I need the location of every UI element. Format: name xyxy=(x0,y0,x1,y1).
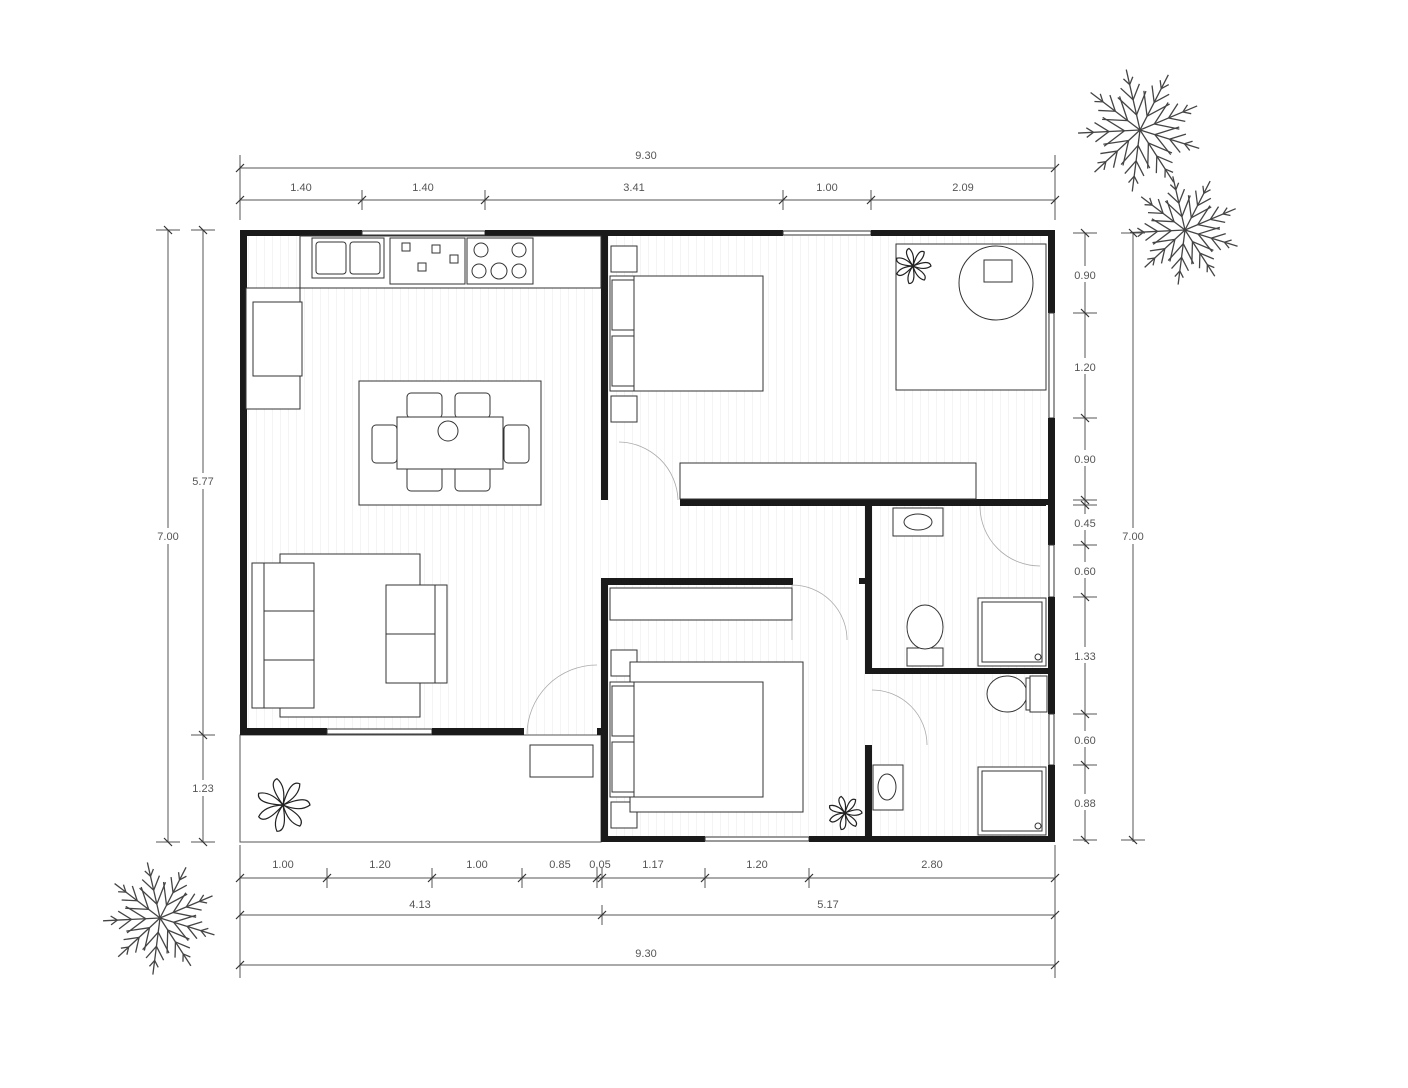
toilet-icon xyxy=(906,647,944,667)
tree-icon xyxy=(103,862,215,975)
dim-right-4: 0.45 xyxy=(1074,518,1095,530)
wardrobe xyxy=(679,462,977,500)
dim-bottom-sub-2: 5.17 xyxy=(817,899,838,911)
walls xyxy=(240,230,1055,842)
dimension-lines: 9.30 1.40 1.40 3.41 1.00 2.09 7.00 5.77 … xyxy=(155,150,1148,978)
dim-bottom-sub-1: 4.13 xyxy=(409,899,430,911)
dim-right-8: 0.88 xyxy=(1074,798,1095,810)
dining-table xyxy=(358,380,542,506)
dim-right-6: 1.33 xyxy=(1074,651,1095,663)
dim-right-7: 0.60 xyxy=(1074,735,1095,747)
dim-top-3: 3.41 xyxy=(623,182,644,194)
potted-plant-icon xyxy=(257,777,311,832)
dim-top-2: 1.40 xyxy=(412,182,433,194)
potted-plant-icon xyxy=(896,247,932,285)
dim-bottom-8: 2.80 xyxy=(921,859,942,871)
potted-plant-icon xyxy=(828,795,863,831)
tree-icon xyxy=(1130,176,1238,285)
dim-bottom-7: 1.20 xyxy=(746,859,767,871)
dim-bottom-5: 0.05 xyxy=(589,859,610,871)
dim-top-1: 1.40 xyxy=(290,182,311,194)
dim-right-3: 0.90 xyxy=(1074,454,1095,466)
dim-top-total: 9.30 xyxy=(635,150,656,162)
bathrooms xyxy=(872,507,1048,836)
dim-top-4: 1.00 xyxy=(816,182,837,194)
dim-right-2: 1.20 xyxy=(1074,362,1095,374)
doors xyxy=(526,441,1041,746)
kitchen xyxy=(245,235,602,410)
living-sofa xyxy=(251,553,448,718)
bench xyxy=(529,744,594,778)
bedroom-2-bed xyxy=(529,587,804,829)
dim-left-total: 7.00 xyxy=(157,531,178,543)
dim-bottom-4: 0.85 xyxy=(549,859,570,871)
dim-bottom-3: 1.00 xyxy=(466,859,487,871)
bedroom-1-bed xyxy=(609,243,1047,500)
tree-icon xyxy=(1078,69,1200,192)
armchair xyxy=(958,245,1034,321)
plants xyxy=(103,69,1238,975)
dim-right-5: 0.60 xyxy=(1074,566,1095,578)
dim-right-1: 0.90 xyxy=(1074,270,1095,282)
dim-top-5: 2.09 xyxy=(952,182,973,194)
dim-bottom-6: 1.17 xyxy=(642,859,663,871)
dim-bottom-1: 1.00 xyxy=(272,859,293,871)
dim-bottom-total: 9.30 xyxy=(635,948,656,960)
dim-right-total: 7.00 xyxy=(1122,531,1143,543)
toilet-icon xyxy=(986,675,1028,713)
dim-left-2: 1.23 xyxy=(192,783,213,795)
dim-left-1: 5.77 xyxy=(192,476,213,488)
dim-bottom-2: 1.20 xyxy=(369,859,390,871)
